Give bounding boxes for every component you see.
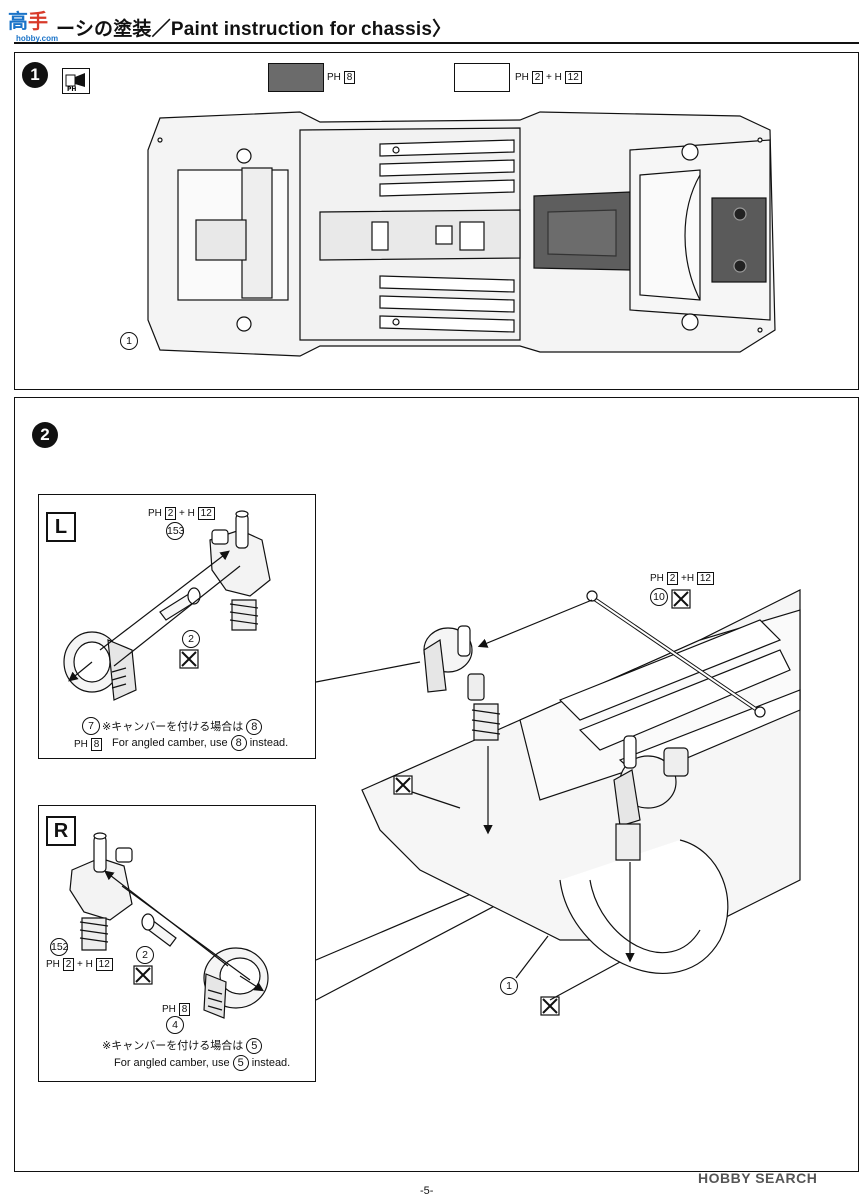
paint-code-dark: PH 8 — [327, 71, 356, 84]
step1-panel — [14, 52, 859, 390]
part-number-knuckle-left: 153 — [166, 522, 185, 540]
note-en-suffix: instead. — [249, 736, 289, 749]
footer-logo: HOBBY SEARCH — [698, 1170, 818, 1186]
right-camber-note-en: For angled camber, use 5 instead. — [114, 1055, 290, 1071]
paint-prefix: PH — [74, 739, 88, 750]
part-number-pin-left: 2 — [182, 630, 200, 648]
paint-code-light: PH 2 + H 12 — [515, 71, 582, 84]
step1-badge: 1 — [22, 62, 48, 88]
paint-plus: + H — [546, 72, 562, 83]
part-number-hub-left: 7 — [82, 717, 100, 735]
paint-brush-icon: PH — [62, 68, 90, 94]
watermark-text: hobby.com — [16, 34, 59, 43]
note-en-text: For angled camber, use — [114, 1056, 230, 1069]
brush-glyph: PH — [65, 73, 85, 93]
part-number-sway-bar: 10 — [650, 588, 668, 606]
note-en-part: 5 — [232, 1055, 249, 1071]
paint-plus: + H — [179, 508, 195, 519]
header-divider — [14, 42, 859, 44]
note-en-text: For angled camber, use — [112, 736, 228, 749]
part-number-hub-right: 4 — [166, 1016, 184, 1034]
note-jp-text: ※キャンバーを付ける場合は — [102, 1040, 244, 1052]
paint-swatch-light — [454, 63, 510, 92]
left-camber-note-jp: ※キャンバーを付ける場合は 8 — [102, 718, 263, 736]
right-side-label: R — [46, 816, 76, 846]
right-hub-paint-code: PH 8 — [162, 1003, 191, 1016]
step2-badge: 2 — [32, 422, 58, 448]
paint-number-a: 2 — [62, 958, 75, 971]
paint-plus: + H — [77, 959, 93, 970]
sway-bar-paint-code: PH 2 +H 12 — [650, 572, 714, 585]
note-en-part: 8 — [230, 735, 247, 751]
paint-number-a: 2 — [164, 507, 177, 520]
left-side-label: L — [46, 512, 76, 542]
paint-plus: +H — [681, 573, 695, 584]
svg-text:高: 高 — [8, 9, 28, 33]
paint-number-b: 12 — [197, 507, 215, 520]
note-jp-part: 5 — [246, 1038, 263, 1055]
left-knuckle-paint-code: PH 2 + H 12 — [148, 507, 215, 520]
part-number-chassis-main: 1 — [500, 977, 518, 995]
paint-number: 8 — [90, 738, 103, 751]
paint-number-b: 12 — [696, 572, 714, 585]
paint-prefix: PH — [148, 508, 162, 519]
note-jp-text: ※キャンバーを付ける場合は — [102, 721, 244, 733]
paint-number-a: 2 — [666, 572, 679, 585]
paint-prefix: PH — [162, 1004, 176, 1015]
paint-prefix: PH — [515, 72, 529, 83]
part-number-chassis: 1 — [120, 332, 138, 350]
watermark-logo: 高 手 hobby.com — [4, 4, 59, 44]
paint-number-a: 2 — [531, 71, 544, 84]
left-camber-note-en: For angled camber, use 8 instead. — [112, 735, 288, 751]
paint-prefix: PH — [327, 72, 341, 83]
step2-panel — [14, 397, 859, 1172]
paint-number: 8 — [178, 1003, 191, 1016]
page-header: 高 手 hobby.com ーシの塗装／Paint instruction fo… — [0, 0, 863, 50]
right-camber-note-jp: ※キャンバーを付ける場合は 5 — [102, 1037, 263, 1055]
paint-prefix: PH — [650, 573, 664, 584]
part-number-knuckle-right: 152 — [50, 938, 69, 956]
part-number-pin-right: 2 — [136, 946, 154, 964]
right-knuckle-paint-code: PH 2 + H 12 — [46, 958, 113, 971]
watermark-icon: 高 手 — [8, 9, 48, 33]
paint-swatch-dark — [268, 63, 324, 92]
paint-number-b: 12 — [95, 958, 113, 971]
page-number: -5- — [420, 1185, 434, 1197]
paint-number: 8 — [343, 71, 356, 84]
svg-text:手: 手 — [28, 9, 48, 33]
page-title: ーシの塗装／Paint instruction for chassis〉 — [56, 19, 452, 40]
note-jp-part: 8 — [246, 719, 263, 736]
note-en-suffix: instead. — [251, 1056, 291, 1069]
paint-prefix: PH — [46, 959, 60, 970]
paint-number-b: 12 — [564, 71, 582, 84]
left-hub-paint-code: PH 8 — [74, 738, 103, 751]
svg-text:PH: PH — [67, 86, 76, 93]
